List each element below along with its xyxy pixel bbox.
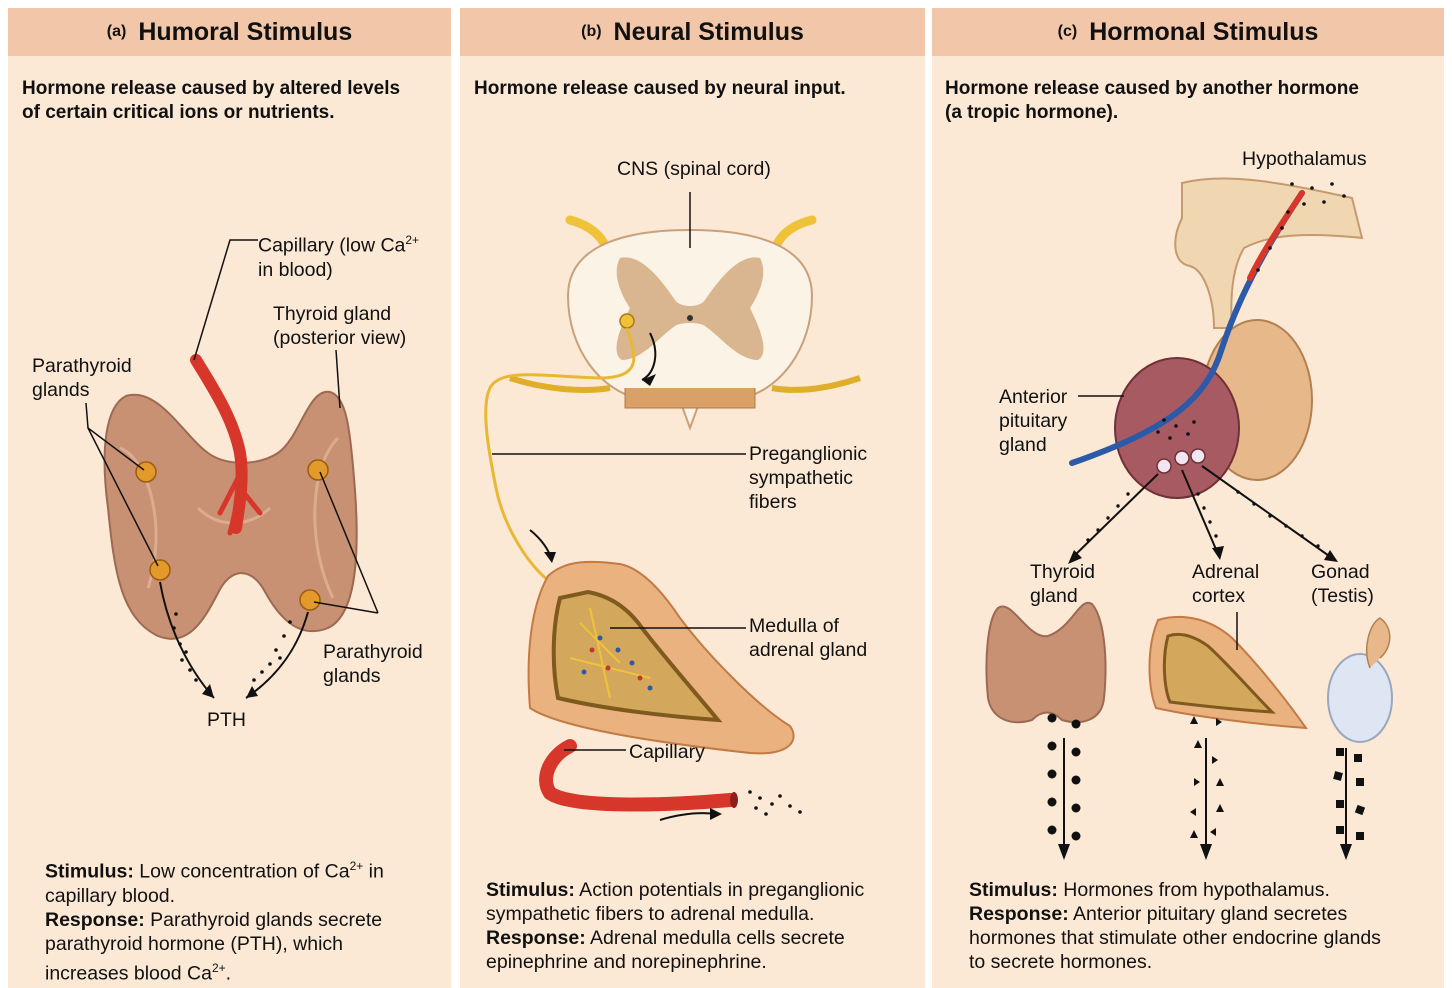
hypothalamus (1175, 178, 1362, 328)
response-label: Response: (486, 927, 586, 949)
response-label: Response: (969, 903, 1069, 925)
caption-text: hormones that stimulate other endocrine … (969, 926, 1381, 950)
label-cns: CNS (spinal cord) (617, 157, 771, 181)
label-text: pituitary (999, 410, 1067, 432)
hormone-molecules (748, 790, 802, 816)
label-text: adrenal gland (749, 639, 867, 661)
label-text: Gonad (1311, 561, 1370, 583)
caption-humoral: Stimulus: Low concentration of Ca2+ in c… (45, 854, 384, 985)
label-pth: PTH (207, 708, 246, 732)
stimulus-label: Stimulus: (969, 879, 1058, 901)
caption-text: epinephrine and norepinephrine. (486, 950, 864, 974)
caption-text: sympathetic fibers to adrenal medulla. (486, 902, 864, 926)
label-text: Parathyroid (32, 355, 132, 377)
caption-text: Anterior pituitary gland secretes (1069, 903, 1348, 925)
thyroid-gland (986, 603, 1105, 722)
tropic-arrow (1072, 474, 1158, 558)
parathyroid-gland (150, 560, 170, 580)
label-adrenal-cortex: Adrenal cortex (1192, 560, 1259, 608)
label-text: Thyroid (1030, 561, 1095, 583)
label-text: in blood) (258, 259, 333, 281)
parathyroid-gland (300, 590, 320, 610)
caption-neural: Stimulus: Action potentials in pregangli… (486, 878, 864, 974)
label-text: Capillary (low Ca (258, 235, 405, 257)
label-text: (posterior view) (273, 327, 406, 349)
superscript: 2+ (212, 961, 226, 975)
caption-text: parathyroid hormone (PTH), which (45, 932, 384, 956)
label-text: cortex (1192, 585, 1245, 607)
label-medulla: Medulla of adrenal gland (749, 614, 867, 662)
caption-text: in (363, 861, 384, 883)
gonadal-hormone-squares (1333, 748, 1365, 840)
label-text: PTH (207, 709, 246, 731)
label-text: gland (999, 434, 1047, 456)
label-text: Hypothalamus (1242, 148, 1367, 170)
caption-text: capillary blood. (45, 884, 384, 908)
tropic-cell (1157, 459, 1171, 473)
tropic-cell (1175, 451, 1189, 465)
label-preganglionic: Preganglionic sympathetic fibers (749, 442, 867, 514)
caption-text: Parathyroid glands secrete (145, 909, 382, 931)
label-text: Medulla of (749, 615, 839, 637)
label-anterior-pituitary: Anterior pituitary gland (999, 385, 1067, 457)
label-text: Thyroid gland (273, 303, 391, 325)
label-capillary: Capillary (low Ca2+ in blood) (258, 228, 419, 282)
label-capillary: Capillary (629, 740, 705, 764)
label-text: Preganglionic (749, 443, 867, 465)
label-text: Adrenal (1192, 561, 1259, 583)
leader-line (194, 240, 258, 360)
label-gonad: Gonad (Testis) (1311, 560, 1374, 608)
superscript: 2+ (350, 859, 364, 873)
label-text: gland (1030, 585, 1078, 607)
hormonal-illustration (932, 8, 1444, 988)
caption-text: to secrete hormones. (969, 950, 1381, 974)
superscript: 2+ (405, 233, 419, 247)
caption-text: Adrenal medulla cells secrete (586, 927, 845, 949)
label-text: glands (323, 665, 380, 687)
label-parathyroid-left: Parathyroid glands (32, 354, 132, 402)
panel-humoral: (a) Humoral Stimulus Hormone release cau… (8, 8, 451, 988)
humoral-illustration (8, 8, 451, 988)
stimulus-label: Stimulus: (45, 861, 134, 883)
panel-neural: (b) Neural Stimulus Hormone release caus… (460, 8, 925, 988)
caption-text: . (226, 962, 231, 984)
caption-text: Hormones from hypothalamus. (1058, 879, 1330, 901)
label-text: fibers (749, 491, 797, 513)
caption-text: increases blood Ca (45, 962, 212, 984)
testis (1328, 654, 1392, 742)
label-text: (Testis) (1311, 585, 1374, 607)
caption-text: Low concentration of Ca (134, 861, 350, 883)
label-parathyroid-right: Parathyroid glands (323, 640, 423, 688)
label-text: sympathetic (749, 467, 853, 489)
label-text: Capillary (629, 741, 705, 763)
tropic-cell (1191, 449, 1205, 463)
label-thyroid-gland: Thyroid gland (posterior view) (273, 302, 406, 350)
label-text: Parathyroid (323, 641, 423, 663)
parathyroid-gland (136, 462, 156, 482)
label-text: Anterior (999, 386, 1067, 408)
response-label: Response: (45, 909, 145, 931)
stimulus-label: Stimulus: (486, 879, 575, 901)
label-text: CNS (spinal cord) (617, 158, 771, 180)
anterior-pituitary-gland (1115, 358, 1239, 498)
neuron-cell-body (620, 314, 634, 328)
label-text: glands (32, 379, 89, 401)
panel-hormonal: (c) Hormonal Stimulus Hormone release ca… (932, 8, 1444, 988)
label-thyroid-gland: Thyroid gland (1030, 560, 1095, 608)
caption-hormonal: Stimulus: Hormones from hypothalamus. Re… (969, 878, 1381, 974)
label-hypothalamus: Hypothalamus (1242, 147, 1367, 171)
parathyroid-gland (308, 460, 328, 480)
caption-text: Action potentials in preganglionic (575, 879, 864, 901)
